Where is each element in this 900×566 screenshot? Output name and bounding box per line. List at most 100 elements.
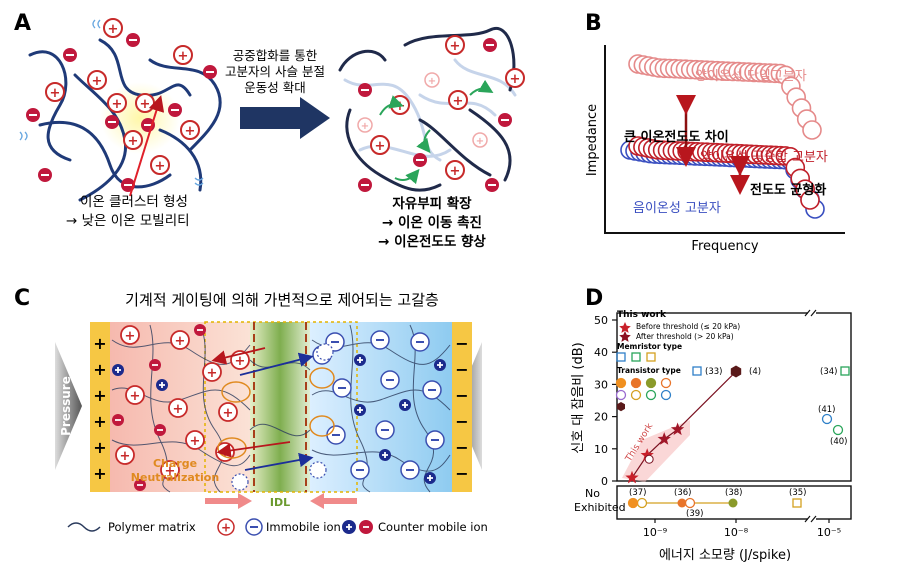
arrow-text-line-2: 고분자의 사슬 분절	[225, 64, 325, 79]
svg-text:+: +	[175, 334, 186, 349]
x-tick-label: 10⁻⁸	[724, 526, 749, 539]
svg-text:+: +	[155, 159, 166, 174]
panel-c-legend: Polymer matrix + Immobile ion Counter mo…	[67, 518, 488, 536]
process-arrow	[240, 97, 330, 139]
reference-label: (34)	[820, 367, 837, 377]
panel-b-axes	[604, 45, 845, 234]
label-cationic-homopolymer: 양이온성 단일고분자	[695, 69, 807, 84]
pressure-arrow-left	[55, 342, 82, 470]
ions-left: +++ +++ +++	[26, 18, 217, 192]
svg-text:+: +	[140, 97, 151, 112]
reference-label: (4)	[749, 367, 761, 377]
frequency-axis-label: Frequency	[691, 239, 758, 254]
left-caption-line-1: 이온 클러스터 형성	[80, 194, 188, 210]
svg-text:+: +	[93, 464, 106, 483]
svg-text:+: +	[450, 164, 461, 179]
reference-marker	[840, 366, 850, 376]
right-electrode	[452, 322, 472, 492]
before-threshold-point	[640, 448, 654, 461]
y-tick-label: 50	[594, 314, 608, 327]
after-threshold-point	[670, 422, 685, 436]
svg-text:−: −	[455, 412, 468, 431]
svg-text:+: +	[207, 366, 218, 381]
svg-text:+: +	[375, 139, 386, 154]
idl-arrow-left	[205, 493, 252, 509]
left-electrode	[90, 322, 110, 492]
axis-break-bottom	[808, 516, 816, 522]
panel-d-label: D	[585, 286, 603, 311]
right-caption-line-2: → 이온 이동 촉진	[382, 214, 482, 231]
big-difference-label: 큰 이온전도도 차이	[624, 129, 729, 145]
svg-text:+: +	[128, 134, 139, 149]
right-caption-line-3: → 이온전도도 향상	[378, 233, 486, 250]
arrow-text-line-3: 운동성 확대	[244, 80, 305, 95]
no-exhibited-frame	[616, 485, 852, 520]
reference-label: (36)	[674, 488, 691, 498]
legend-counter-mobile-ion: Counter mobile ion	[378, 520, 488, 534]
reference-marker	[792, 498, 802, 508]
svg-text:+: +	[112, 97, 123, 112]
curve-cationic-copolymer	[628, 136, 820, 210]
idl-arrow-right	[310, 493, 357, 509]
after-threshold-point	[657, 432, 671, 445]
y-tick-label: 10	[594, 443, 608, 456]
reference-marker	[636, 497, 648, 509]
svg-text:+: +	[93, 386, 106, 405]
panel-b: B Impedance Frequency 양이온성 단일고분자 양이온성 공중…	[585, 11, 845, 254]
svg-text:+: +	[190, 434, 201, 449]
polymer-network-left	[28, 38, 222, 202]
pressure-label-right: Pressure	[489, 376, 503, 436]
y-tick-label: 0	[601, 475, 608, 488]
legend-before-threshold: Before threshold (≤ 20 kPa)	[636, 322, 740, 331]
panel-b-label: B	[585, 11, 602, 36]
cluster-pointer-arrow	[129, 95, 165, 197]
axis-break-bottom-mark	[804, 515, 817, 523]
reference-label: (41)	[818, 405, 835, 415]
svg-text:+: +	[93, 412, 106, 431]
reference-marker	[677, 498, 687, 508]
x-tick-label: 10⁻⁵	[817, 526, 841, 539]
label-anionic-polymer: 음이온성 고분자	[633, 201, 721, 216]
energy-axis-label: 에너지 소모량 (J/spike)	[659, 548, 791, 563]
legend-transistor-markers	[615, 377, 672, 412]
panel-a-label: A	[14, 11, 31, 36]
axis-break-top	[808, 310, 816, 316]
y-tick-label: 40	[594, 346, 608, 359]
immobile-anions	[312, 330, 446, 484]
svg-text:+: +	[93, 334, 106, 353]
snr-axis-label: 신호 대 잡음비 (dB)	[571, 342, 586, 453]
impedance-axis-label: Impedance	[585, 104, 600, 176]
panel-c: C 기계적 게이팅에 의해 가변적으로 제어되는 고갈층 Pressure Pr…	[14, 286, 503, 536]
depletion-layer	[250, 322, 310, 492]
legend-memristor-title: Memristor type	[617, 342, 682, 351]
reference-marker	[692, 366, 702, 376]
svg-text:+: +	[453, 94, 464, 109]
reference-marker	[728, 498, 738, 508]
reference-label: (35)	[789, 488, 806, 498]
y-tick-label: 20	[594, 411, 608, 424]
label-cationic-copolymer: 양이온성 공중합 고분자	[700, 150, 828, 165]
svg-text:−: −	[455, 438, 468, 457]
reference-marker	[627, 497, 639, 509]
svg-text:+: +	[165, 464, 176, 479]
this-work-open-point	[644, 454, 654, 464]
neutralization-label-line-1: Charge	[153, 457, 197, 470]
ion-motion-arrows	[379, 79, 494, 185]
idl-label: IDL	[270, 496, 290, 509]
svg-text:+: +	[361, 121, 369, 132]
polymer-network-right	[338, 26, 517, 192]
axis-break-top-mark	[804, 309, 817, 317]
legend-this-work: This work	[617, 310, 667, 320]
svg-text:+: +	[125, 329, 136, 344]
legend-after-marker	[619, 331, 631, 342]
x-tick-label: 10⁻⁹	[643, 526, 667, 539]
svg-text:+: +	[510, 72, 521, 87]
svg-text:+: +	[130, 389, 141, 404]
reference-marker	[832, 424, 844, 436]
legend-before-marker	[619, 322, 631, 333]
right-caption-line-1: 자유부피 확장	[392, 195, 472, 212]
impedance-ring	[802, 120, 822, 140]
legend-immobile-ion: Immobile ion	[266, 520, 341, 534]
